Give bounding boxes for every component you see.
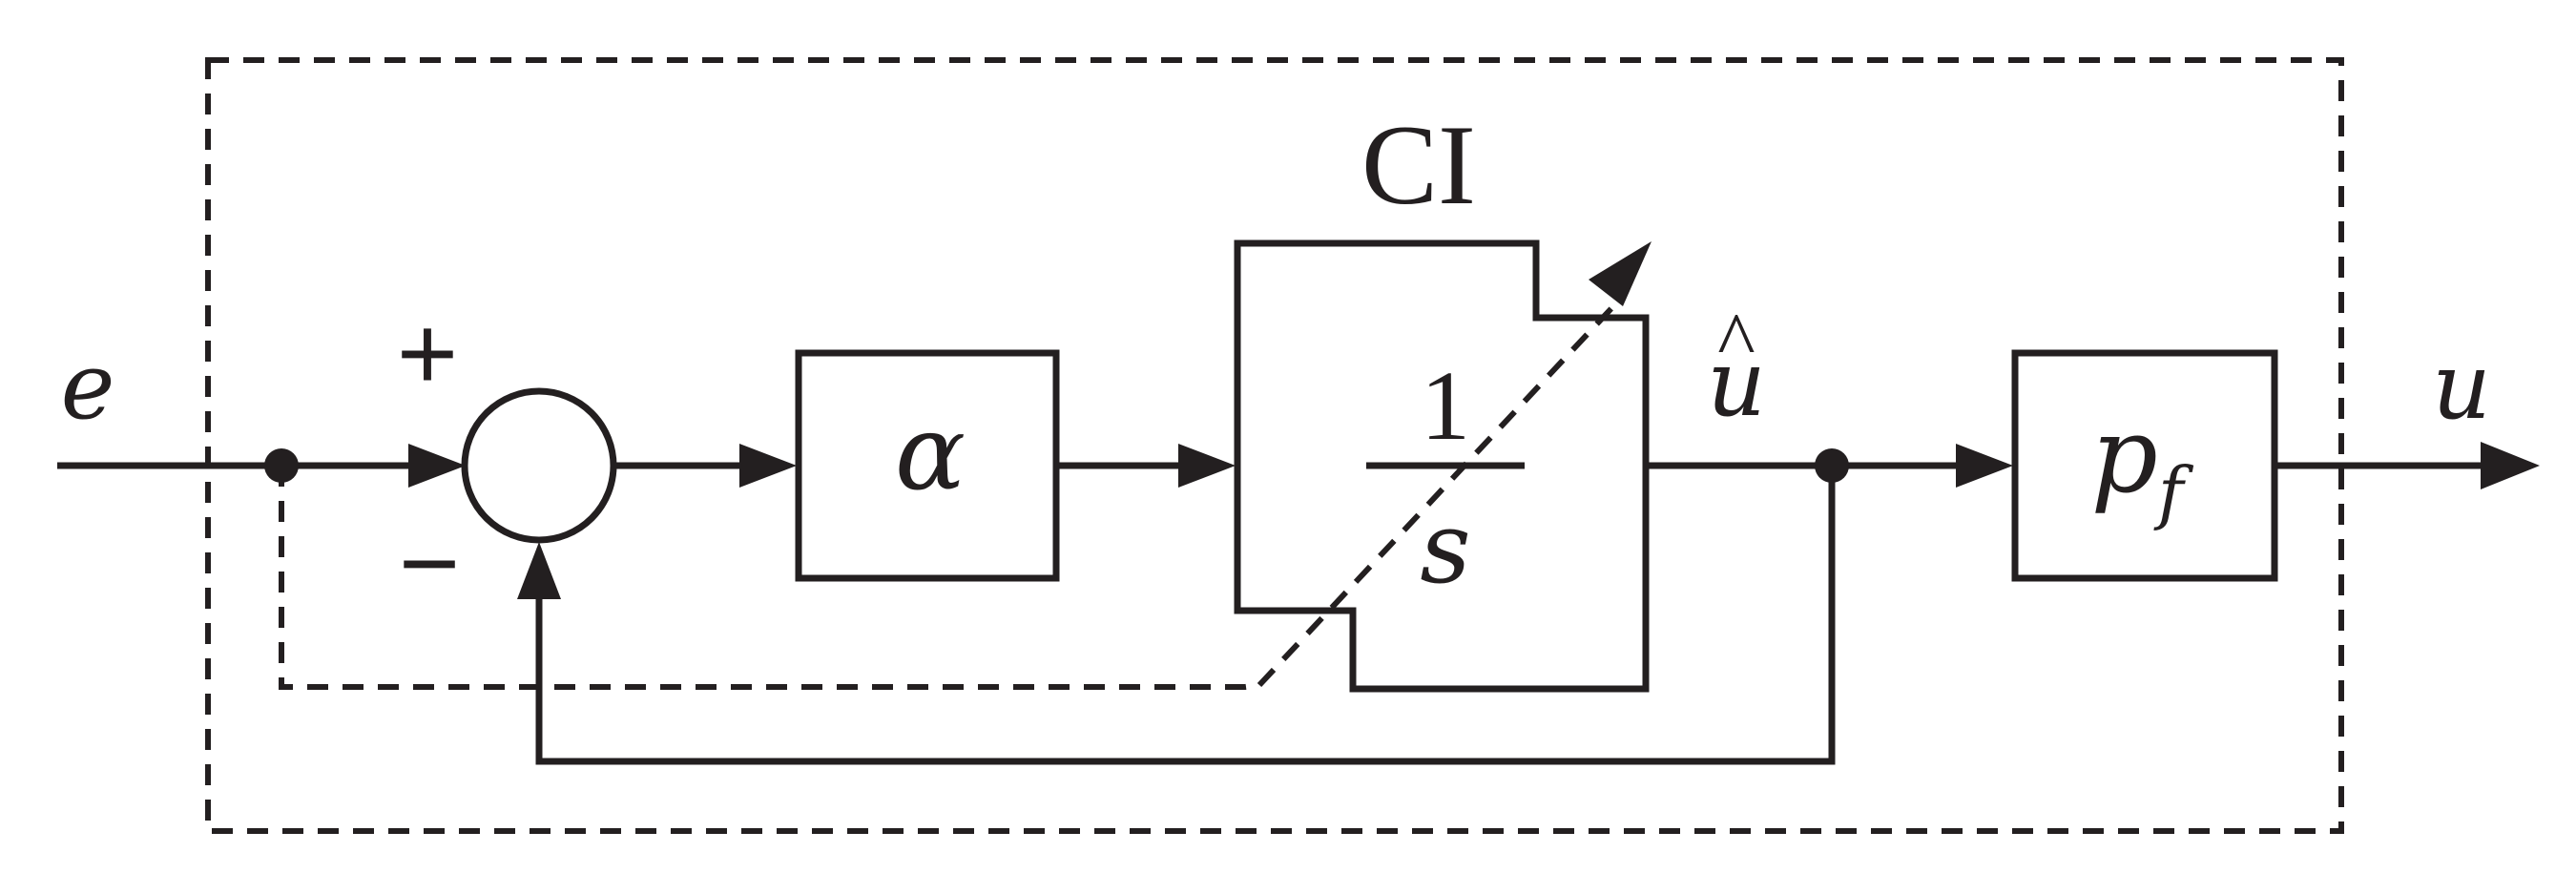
gain-block-label: α [895, 391, 966, 513]
output-arrow [2481, 442, 2540, 489]
filter-block-label: pf [2090, 394, 2193, 532]
integrator-block [1234, 239, 1650, 693]
plus-sign: + [397, 295, 458, 412]
feedback-arrow [517, 542, 561, 599]
input-to-summer-arrow [408, 444, 466, 488]
adaptation-dashed-feed [279, 466, 1260, 690]
filter-block-subscript: f [2153, 452, 2194, 532]
filter-block-base: p [2090, 394, 2157, 516]
output-label: u [2432, 333, 2491, 440]
adaptation-arrowhead [1589, 241, 1652, 306]
intermediate-signal-accent: ^ [1717, 297, 1755, 385]
summing-junction [461, 387, 617, 544]
gain-to-integrator-arrow [1178, 444, 1236, 488]
intermediate-signal-label: u [1707, 330, 1766, 437]
integrator-group-label: CI [1361, 101, 1476, 228]
controller-dashed-boundary [205, 57, 2344, 834]
feedback-line [535, 466, 1836, 765]
summer-to-gain-arrow [739, 444, 797, 488]
input-label: e [61, 333, 115, 440]
integrator-numerator: 1 [1421, 351, 1470, 461]
adaptation-dashed-diagonal [1257, 302, 1617, 688]
integrator-denominator: s [1420, 489, 1470, 606]
minus-sign: − [399, 505, 460, 622]
integrator-to-filter-arrow [1956, 444, 2013, 488]
